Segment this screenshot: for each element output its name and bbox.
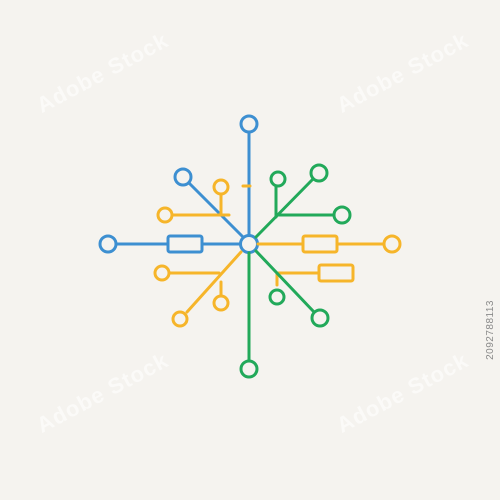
blue-top-node bbox=[239, 114, 259, 134]
green-upper-right-node bbox=[309, 163, 329, 183]
green-upper-right-diagonal bbox=[254, 177, 315, 239]
green-lower-right-diagonal bbox=[254, 249, 316, 314]
yellow-upper-node bbox=[212, 178, 230, 196]
blue-left-node bbox=[98, 234, 118, 254]
yellow-left-mid-node bbox=[153, 264, 171, 282]
yellow-right-node bbox=[382, 234, 402, 254]
green-upper-node bbox=[269, 170, 287, 188]
green-circuit-branch bbox=[239, 163, 352, 379]
blue-resistor bbox=[166, 234, 204, 254]
green-lower-node bbox=[268, 288, 286, 306]
green-right-node bbox=[332, 205, 352, 225]
yellow-resistor-lower-right bbox=[317, 263, 355, 283]
yellow-upper-left-node bbox=[156, 206, 174, 224]
yellow-lower-node bbox=[212, 294, 230, 312]
green-lower-right-node bbox=[310, 308, 330, 328]
yellow-circuit-branch bbox=[153, 178, 402, 328]
blue-upper-left-node bbox=[173, 167, 193, 187]
stock-image-id: 2092788113 bbox=[485, 300, 496, 360]
yellow-lower-left-node bbox=[171, 310, 189, 328]
yellow-lower-diagonal bbox=[185, 250, 243, 314]
green-bottom-node bbox=[239, 359, 259, 379]
blue-diagonal-line bbox=[188, 182, 245, 239]
yellow-resistor-right bbox=[301, 234, 339, 254]
blue-circuit-branch bbox=[98, 114, 259, 254]
